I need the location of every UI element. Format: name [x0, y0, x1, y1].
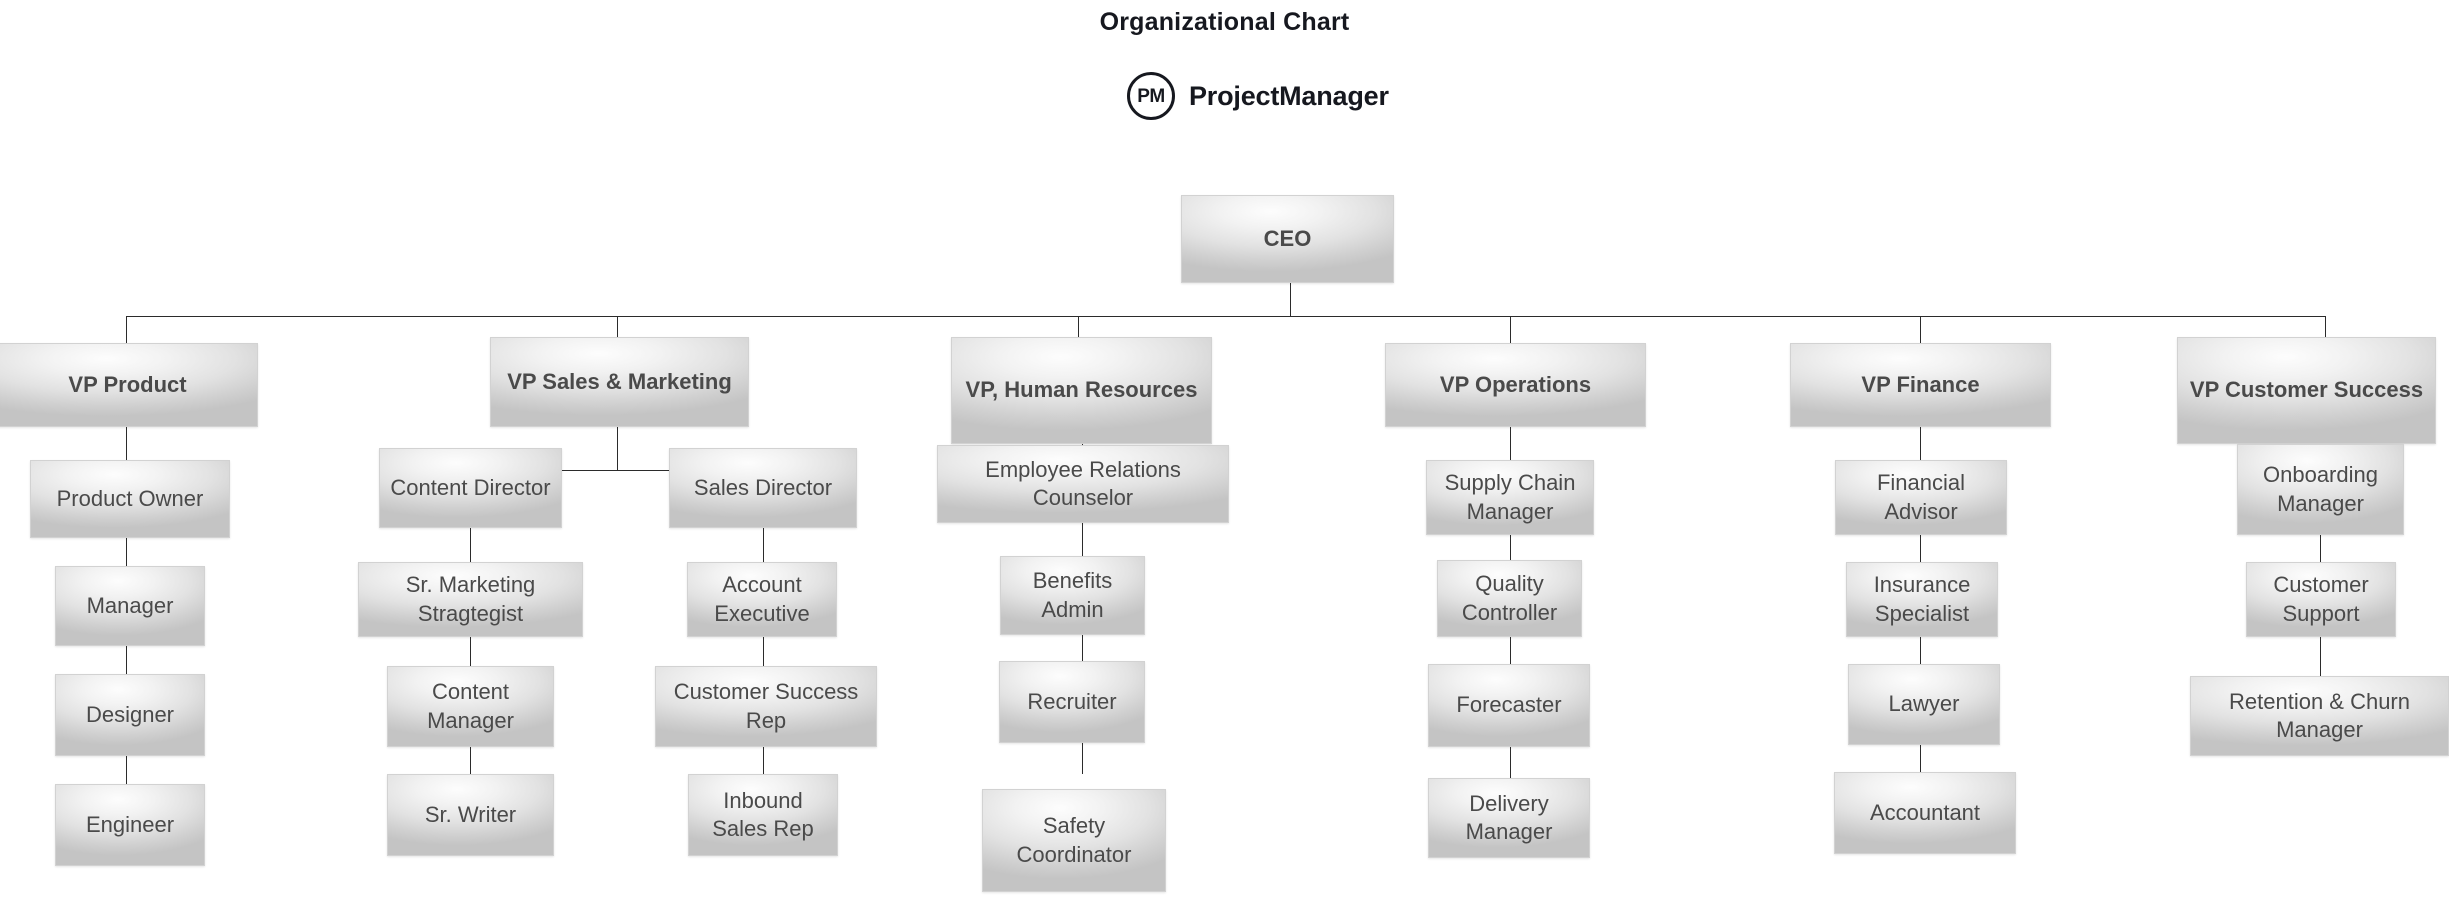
- node-vp-operations[interactable]: VP Operations: [1385, 343, 1646, 427]
- connector-forecaster-to-delivery: [1510, 747, 1511, 778]
- node-vp-hr[interactable]: VP, Human Resources: [951, 337, 1212, 444]
- connector-drop-vp-ops: [1510, 316, 1511, 343]
- brand-initials: PM: [1137, 85, 1165, 107]
- connector-vp-sales-stem: [617, 427, 618, 470]
- node-product-manager[interactable]: Manager: [55, 566, 205, 646]
- node-product-designer[interactable]: Designer: [55, 674, 205, 756]
- connector-vp-product-to-owner: [126, 427, 127, 460]
- connector-ceo-bus: [126, 316, 2325, 317]
- brand-name: ProjectManager: [1189, 80, 1389, 111]
- node-vp-customer-success[interactable]: VP Customer Success: [2177, 337, 2436, 444]
- node-forecaster[interactable]: Forecaster: [1428, 664, 1590, 747]
- connector-content-director-to-sr-marketing: [470, 528, 471, 562]
- projectmanager-logo-icon: PM: [1127, 72, 1175, 120]
- connector-content-manager-to-sr-writer: [470, 747, 471, 774]
- node-employee-relations-counselor[interactable]: Employee Relations Counselor: [937, 445, 1229, 523]
- connector-drop-vp-finance: [1920, 316, 1921, 343]
- node-product-owner[interactable]: Product Owner: [30, 460, 230, 538]
- node-customer-support[interactable]: Customer Support: [2246, 562, 2396, 637]
- connector-sales-director-to-account-exec: [763, 528, 764, 562]
- connector-drop-vp-sales: [617, 316, 618, 343]
- connector-vp-finance-to-advisor: [1920, 427, 1921, 460]
- connector-quality-to-forecaster: [1510, 637, 1511, 664]
- node-accountant[interactable]: Accountant: [1834, 772, 2016, 854]
- connector-lawyer-to-accountant: [1920, 745, 1921, 772]
- connector-ceo-stem: [1290, 283, 1291, 316]
- node-sr-writer[interactable]: Sr. Writer: [387, 774, 554, 856]
- connector-insurance-to-lawyer: [1920, 637, 1921, 664]
- connector-cs-rep-to-inbound: [763, 747, 764, 774]
- node-supply-chain-manager[interactable]: Supply Chain Manager: [1426, 460, 1594, 535]
- node-benefits-admin[interactable]: Benefits Admin: [1000, 556, 1145, 635]
- brand-logo: PM ProjectManager: [1127, 72, 1389, 120]
- node-delivery-manager[interactable]: Delivery Manager: [1428, 778, 1590, 858]
- node-sales-director[interactable]: Sales Director: [669, 448, 857, 528]
- node-safety-coordinator[interactable]: Safety Coordinator: [982, 789, 1166, 892]
- node-financial-advisor[interactable]: Financial Advisor: [1835, 460, 2007, 535]
- node-account-executive[interactable]: Account Executive: [687, 562, 837, 637]
- node-retention-churn-manager[interactable]: Retention & Churn Manager: [2190, 676, 2449, 756]
- node-quality-controller[interactable]: Quality Controller: [1437, 560, 1582, 637]
- connector-supply-to-quality: [1510, 528, 1511, 560]
- connector-sales-bus: [470, 470, 763, 471]
- connector-account-exec-to-cs-rep: [763, 637, 764, 666]
- node-content-manager[interactable]: Content Manager: [387, 666, 554, 747]
- connector-onboarding-to-support: [2320, 535, 2321, 562]
- connector-recruiter-to-safety: [1082, 743, 1083, 774]
- node-vp-product[interactable]: VP Product: [0, 343, 258, 427]
- node-recruiter[interactable]: Recruiter: [999, 661, 1145, 743]
- node-inbound-sales-rep[interactable]: Inbound Sales Rep: [688, 774, 838, 856]
- node-insurance-specialist[interactable]: Insurance Specialist: [1846, 562, 1998, 637]
- node-vp-sales[interactable]: VP Sales & Marketing: [490, 337, 749, 427]
- connector-drop-vp-hr: [1078, 316, 1079, 343]
- connector-vp-ops-to-supply: [1510, 427, 1511, 460]
- node-onboarding-manager[interactable]: Onboarding Manager: [2237, 444, 2404, 535]
- node-lawyer[interactable]: Lawyer: [1848, 664, 2000, 745]
- node-vp-finance[interactable]: VP Finance: [1790, 343, 2051, 427]
- node-product-engineer[interactable]: Engineer: [55, 784, 205, 866]
- connector-drop-vp-product: [126, 316, 127, 343]
- connector-er-to-benefits: [1082, 523, 1083, 556]
- connector-advisor-to-insurance: [1920, 535, 1921, 562]
- connector-sr-marketing-to-content-manager: [470, 637, 471, 666]
- node-content-director[interactable]: Content Director: [379, 448, 562, 528]
- connector-owner-to-manager: [126, 538, 127, 566]
- connector-drop-vp-cs: [2325, 316, 2326, 343]
- connector-support-to-retention: [2320, 637, 2321, 676]
- connector-manager-to-designer: [126, 646, 127, 674]
- node-sr-marketing-strategist[interactable]: Sr. Marketing Stragtegist: [358, 562, 583, 637]
- page-title: Organizational Chart: [1099, 8, 1350, 36]
- connector-designer-to-engineer: [126, 756, 127, 784]
- node-ceo[interactable]: CEO: [1181, 195, 1394, 283]
- node-customer-success-rep[interactable]: Customer Success Rep: [655, 666, 877, 747]
- connector-benefits-to-recruiter: [1082, 635, 1083, 661]
